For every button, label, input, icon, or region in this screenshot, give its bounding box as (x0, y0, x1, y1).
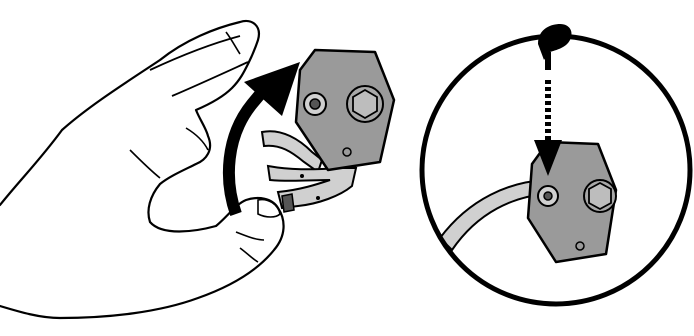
device-housing-icon (528, 142, 616, 262)
left-panel (0, 21, 394, 318)
right-panel (422, 24, 690, 304)
connector-plug-icon (538, 24, 572, 60)
hand-icon (0, 21, 284, 318)
